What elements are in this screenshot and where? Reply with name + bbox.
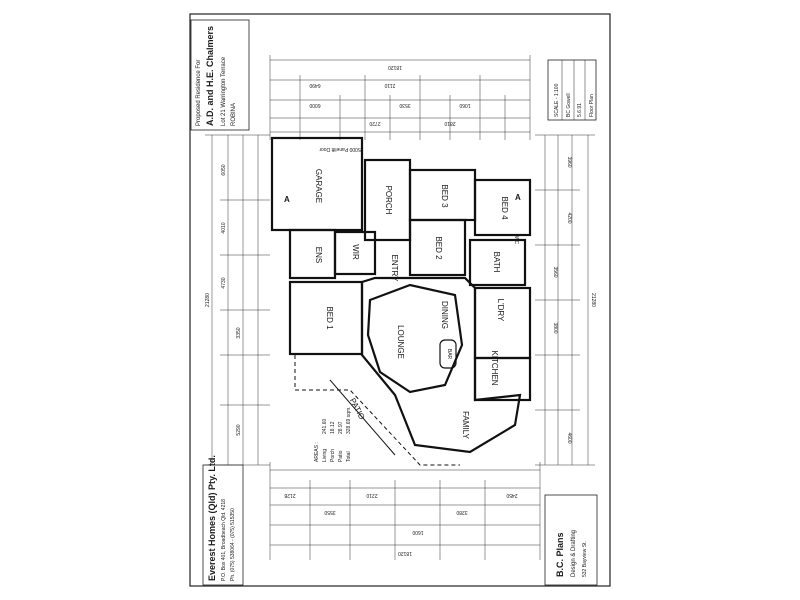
- dim-top-a: 6490: [309, 82, 320, 88]
- room-family: FAMILY: [461, 411, 470, 440]
- dim-bot-d: 1600: [412, 529, 423, 535]
- drawn-text: BC Gowell: [566, 93, 572, 117]
- builder-phone: Ph. (075) 538064 - (075) 515350: [230, 508, 236, 581]
- patio-edge: [329, 379, 396, 456]
- areas-total-label: Total: [346, 451, 352, 462]
- designer-service: Design & Drafting: [571, 530, 577, 577]
- room-wc: WC: [513, 236, 519, 245]
- title-line2: A.D. and H.E. Chalmers: [205, 26, 215, 126]
- bar-counter: [439, 339, 457, 369]
- dim-left-d: 3350: [236, 327, 242, 338]
- room-wir: WIR: [351, 244, 360, 260]
- designer-block: B.C. Plans Design & Drafting 532 Bayview…: [544, 494, 598, 586]
- dim-right-e: 4600: [566, 432, 572, 443]
- areas-patio-label: Patio: [338, 450, 344, 462]
- room-lounge: LOUNGE: [396, 325, 405, 359]
- building-walls: [270, 136, 532, 454]
- areas-patio-value: 28.97: [338, 421, 344, 434]
- room-bed4: BED 4: [500, 196, 509, 220]
- dim-bottom-total: 18120: [398, 550, 412, 556]
- builder-name: Everest Homes (Qld) Pty. Ltd.: [207, 455, 217, 581]
- room-porch: PORCH: [384, 186, 393, 215]
- dim-top-f: 2810: [444, 120, 455, 126]
- section-marker-left: A: [284, 195, 290, 204]
- dim-bot-b: 3550: [324, 509, 335, 515]
- dim-top-e: 1060: [459, 102, 470, 108]
- areas-porch-label: Porch: [330, 449, 336, 462]
- room-kitchen: KITCHEN: [490, 350, 499, 385]
- date-text: 5.6.91: [577, 103, 583, 117]
- left-dimensions: [205, 134, 270, 466]
- areas-total-value: 328.69 sqm.: [346, 406, 352, 434]
- room-bed2: BED 2: [434, 236, 443, 260]
- dim-top-b: 6000: [309, 102, 320, 108]
- room-bath: BATH: [492, 252, 501, 273]
- dim-left-a: 6050: [221, 164, 227, 175]
- room-dining: DINING: [440, 301, 449, 329]
- section-markers: A A: [284, 193, 521, 204]
- title-block: Proposed Residence For A.D. and H.E. Cha…: [190, 19, 250, 131]
- bottom-dimensions: [269, 462, 541, 560]
- dim-left-b: 4010: [221, 222, 227, 233]
- top-dimensions: [269, 55, 531, 140]
- sheet-border: [189, 13, 611, 587]
- title-line3: Lot 21 Warrington Terrace: [221, 56, 227, 126]
- patio-outline: [294, 355, 460, 466]
- areas-heading: AREAS :: [314, 442, 320, 462]
- designer-name: B.C. Plans: [555, 532, 565, 577]
- dim-bot-a: 2128: [284, 492, 295, 498]
- title-line4: ROBINA: [231, 103, 237, 126]
- areas-schedule: AREAS : Living 241.60 Porch 18.12 Patio …: [314, 406, 352, 462]
- areas-living-label: Living: [322, 449, 328, 462]
- dim-left-total: 21280: [205, 293, 211, 307]
- dim-top-g: 2720: [369, 120, 380, 126]
- room-entry: ENTRY: [390, 255, 399, 283]
- areas-living-value: 241.60: [322, 418, 328, 434]
- plan-text: Floor Plan: [589, 94, 595, 117]
- dim-top-d: 3530: [399, 102, 410, 108]
- room-bed1: BED 1: [325, 306, 334, 330]
- designer-address: 532 Bayview St.: [582, 541, 588, 577]
- room-labels: GARAGE PORCH BED 3 BED 4 BED 2 ENS WIR B…: [314, 146, 519, 440]
- room-ens: ENS: [314, 247, 323, 263]
- garage-door-note: 5000 Panelift Door: [319, 146, 361, 152]
- room-lndry: L'DRY: [496, 299, 505, 322]
- builder-block: Everest Homes (Qld) Pty. Ltd. P.O. Box 4…: [202, 455, 244, 586]
- dim-right-c: 3560: [552, 266, 558, 277]
- room-bar: BAR: [446, 349, 452, 360]
- dim-bot-e: 3280: [456, 509, 467, 515]
- dim-top-c: 2110: [384, 82, 395, 88]
- dim-right-a: 3960: [566, 156, 572, 167]
- section-marker-right: A: [515, 193, 521, 202]
- areas-porch-value: 18.12: [330, 421, 336, 434]
- right-dimensions: [535, 134, 595, 466]
- scale-text: SCALE - 1:100: [554, 83, 560, 117]
- room-garage: GARAGE: [314, 169, 323, 203]
- dim-right-d: 3800: [552, 322, 558, 333]
- builder-address: P.O. Box 401, Broadbeach Qld. 4218: [221, 499, 227, 581]
- dim-right-total: 21280: [590, 293, 596, 307]
- room-bed3: BED 3: [440, 184, 449, 208]
- scale-block: SCALE - 1:100 BC Gowell 5.6.91 Floor Pla…: [547, 59, 597, 121]
- title-line1: Proposed Residence For: [196, 60, 202, 126]
- dim-top-total: 18120: [388, 64, 402, 70]
- dim-bot-c: 2210: [366, 492, 377, 498]
- dim-bot-f: 2450: [506, 492, 517, 498]
- dim-left-c: 4730: [221, 277, 227, 288]
- dim-left-e: 5290: [236, 424, 242, 435]
- dim-right-b: 4200: [566, 212, 572, 223]
